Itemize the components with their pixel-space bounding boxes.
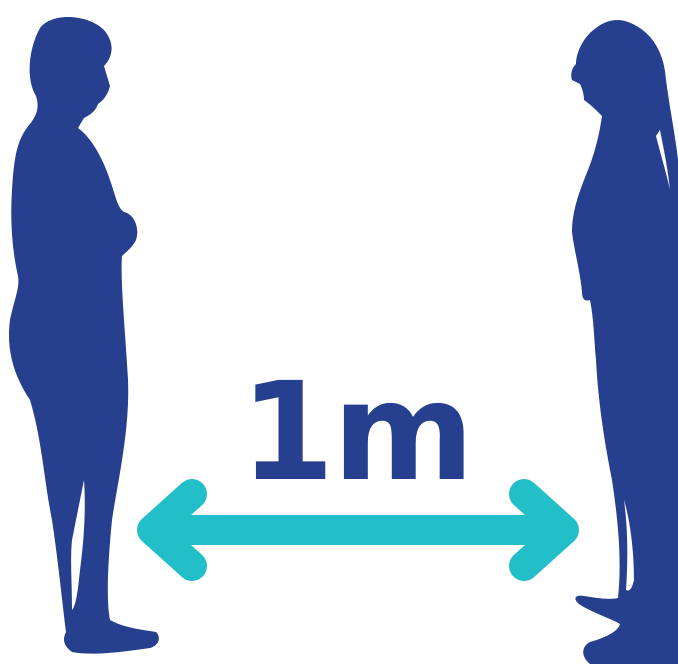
right-person-silhouette-icon	[571, 20, 678, 664]
distance-label: 1m	[240, 368, 450, 498]
left-person-silhouette-icon	[9, 17, 159, 654]
